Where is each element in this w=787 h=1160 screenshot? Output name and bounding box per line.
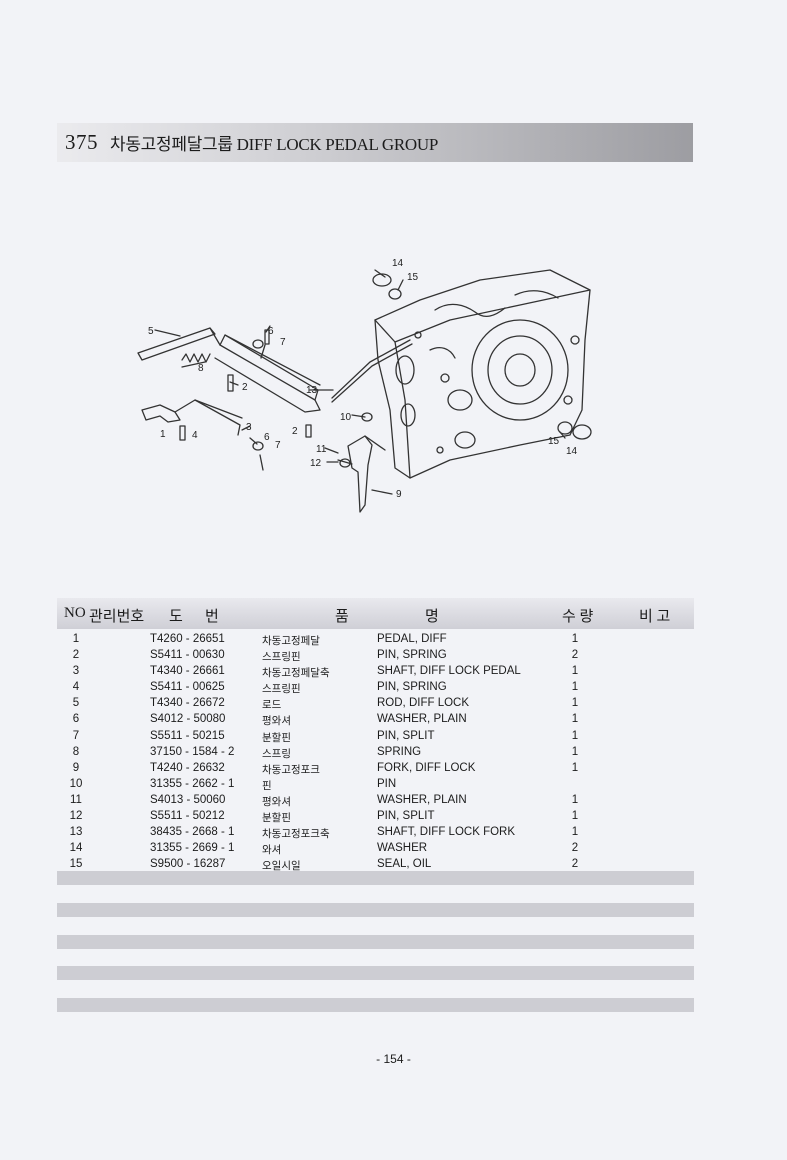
- callout-7b: 7: [275, 440, 281, 451]
- header-part-number-1: 도: [169, 609, 183, 625]
- header-part-number-2: 번: [205, 609, 219, 625]
- header-quantity: 수 량: [562, 609, 594, 625]
- callout-7a: 7: [280, 337, 286, 348]
- page-number: - 154 -: [376, 1052, 411, 1066]
- callout-8: 8: [198, 363, 204, 374]
- callout-6a: 6: [268, 326, 274, 337]
- callout-11: 11: [316, 444, 327, 455]
- header-part-name-2: 명: [425, 609, 439, 625]
- callout-10: 10: [340, 412, 352, 423]
- parts-table-header: NO 관리번호 도 번 품 명 수 량 비 고: [57, 598, 694, 629]
- exploded-parts-diagram: 1 2 2 3 4 5 6 6 7 7 8 9 10 11 12 13 14 1…: [137, 258, 592, 513]
- callout-2a: 2: [242, 382, 248, 393]
- callout-15a: 15: [407, 272, 419, 283]
- callout-15b: 15: [548, 436, 560, 447]
- header-part-name-1: 품: [335, 609, 349, 625]
- empty-row-band: [57, 903, 694, 917]
- empty-row-band: [57, 966, 694, 980]
- callout-3: 3: [246, 422, 252, 433]
- header-no: NO: [64, 605, 86, 621]
- header-remarks: 비 고: [639, 609, 671, 625]
- section-title-bar: 375 차동고정페달그룹 DIFF LOCK PEDAL GROUP: [57, 123, 693, 162]
- section-title: 차동고정페달그룹 DIFF LOCK PEDAL GROUP: [110, 135, 439, 154]
- callout-14b: 14: [566, 446, 578, 457]
- callout-4: 4: [192, 430, 198, 441]
- callout-5: 5: [148, 326, 154, 337]
- empty-row-band: [57, 935, 694, 949]
- callout-12: 12: [310, 458, 322, 469]
- callout-1: 1: [160, 429, 166, 440]
- callout-14a: 14: [392, 258, 404, 269]
- callout-6b: 6: [264, 432, 270, 443]
- empty-row-band: [57, 998, 694, 1012]
- callout-2b: 2: [292, 426, 298, 437]
- callout-9: 9: [396, 489, 402, 500]
- empty-row-band: [57, 871, 694, 885]
- header-mgmt-number: 관리번호: [89, 609, 145, 625]
- callout-13: 13: [306, 385, 318, 396]
- section-number: 375: [65, 130, 98, 154]
